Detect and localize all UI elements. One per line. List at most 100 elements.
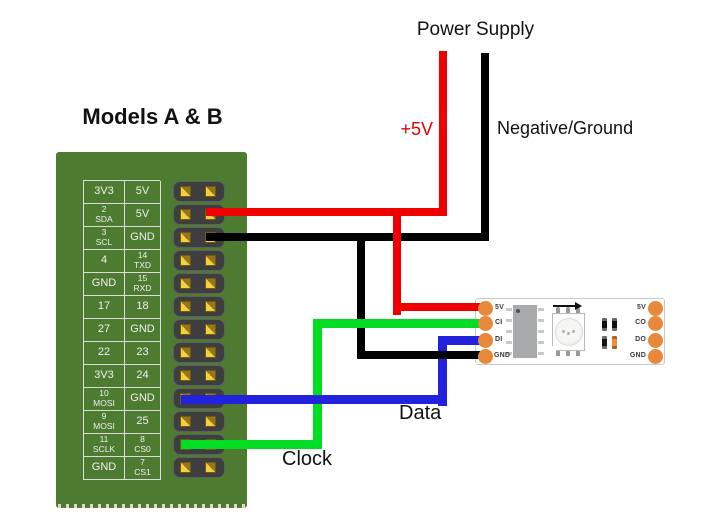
gpio-pin (205, 347, 216, 358)
negative-ground-label: Negative/Ground (497, 118, 634, 138)
data-wire-label: Data (399, 402, 442, 424)
pin-label: 24 (125, 365, 161, 388)
wire-black-gnd-branch (357, 233, 365, 359)
gpio-pin (180, 278, 191, 289)
pin-label: 27 (84, 319, 125, 342)
led-leg (576, 307, 580, 313)
strip-pad-gnd-in (478, 349, 493, 364)
capacitor-component (602, 318, 607, 331)
header-pin-row (173, 365, 225, 386)
strip-pad-do (648, 333, 663, 348)
header-pin-row (173, 411, 225, 432)
ic-pin-stub (506, 308, 512, 311)
pin-label: GND (125, 319, 161, 342)
gpio-pin (180, 462, 191, 473)
pin-label: 22 (84, 342, 125, 365)
led-leg (576, 350, 580, 356)
pin-label: 8 CS0 (125, 434, 161, 457)
capacitor-component (612, 318, 617, 331)
wire-green-clock-vertical (313, 319, 322, 449)
gpio-pin-label-table: 3V3 5V 2 SDA 5V 3 SCL GND 4 14 TXD GND 1… (83, 180, 161, 480)
ic-pin-stub (506, 330, 512, 333)
driver-ic-chip (513, 305, 537, 358)
pin-label: 3V3 (84, 365, 125, 388)
wire-blue-data-vertical (438, 336, 447, 406)
led-die-dot (572, 330, 575, 333)
gpio-pin (205, 186, 216, 197)
pin-label: 9 MOSI (84, 411, 125, 434)
gpio-pin (205, 301, 216, 312)
direction-arrow-head-icon (575, 302, 582, 310)
ic-pin-stub (538, 308, 544, 311)
gpio-pin (180, 301, 191, 312)
capacitor-component (602, 336, 607, 349)
led-die-dot (567, 332, 570, 335)
pin-label: GND (125, 388, 161, 411)
header-pin-row (173, 227, 225, 248)
strip-pad-label: 5V (495, 304, 504, 311)
gpio-pin (205, 324, 216, 335)
wire-red-5v-horizontal (206, 208, 447, 216)
led-leg (566, 350, 570, 356)
gpio-pin (180, 255, 191, 266)
ic-pin1-marker (516, 309, 520, 313)
strip-pad-5v-out (648, 301, 663, 316)
pin-label: 14 TXD (125, 250, 161, 273)
pin-label: 3 SCL (84, 227, 125, 250)
pin-label: 10 MOSI (84, 388, 125, 411)
pcb-title: Models A & B (82, 104, 223, 129)
led-leg (566, 307, 570, 313)
gpio-pin (205, 255, 216, 266)
strip-pad-5v-in (478, 301, 493, 316)
ic-pin-stub (506, 341, 512, 344)
header-pin-row (173, 457, 225, 478)
strip-pad-label: DO (635, 336, 646, 343)
gpio-pin (180, 416, 191, 427)
direction-arrow-icon (553, 305, 575, 307)
pin-label: GND (84, 273, 125, 296)
pin-label: 25 (125, 411, 161, 434)
pin-label: 7 CS1 (125, 457, 161, 480)
strip-pad-label: CI (495, 319, 503, 326)
pin-label: 2 SDA (84, 204, 125, 227)
header-pin-row (173, 296, 225, 317)
ic-pin-stub (506, 352, 512, 355)
wire-green-clock-horizontal (181, 440, 322, 449)
pin-label: 17 (84, 296, 125, 319)
header-pin-row (173, 273, 225, 294)
strip-pad-label: DI (495, 336, 503, 343)
rgb-led-dome (555, 318, 583, 346)
pin-label: 23 (125, 342, 161, 365)
wire-red-5v-vertical (439, 51, 447, 216)
wire-red-5v-branch (393, 208, 401, 315)
plus-5v-label: +5V (400, 119, 433, 139)
pin-label: GND (84, 457, 125, 480)
ic-pin-stub (506, 319, 512, 322)
ic-pin-stub (538, 330, 544, 333)
led-leg (556, 350, 560, 356)
gpio-pin (180, 324, 191, 335)
strip-pad-di (478, 333, 493, 348)
strip-pad-label: 5V (637, 304, 646, 311)
pcb-torn-edge (58, 504, 245, 508)
gpio-pin (205, 370, 216, 381)
ic-pin-stub (538, 352, 544, 355)
strip-pad-label: GND (629, 352, 646, 359)
pin-label: 18 (125, 296, 161, 319)
header-pin-row (173, 342, 225, 363)
gpio-pin (180, 232, 191, 243)
header-pin-row (173, 250, 225, 271)
resistor-component (612, 336, 617, 349)
pin-label: 11 SCLK (84, 434, 125, 457)
gpio-pin (180, 209, 191, 220)
wire-blue-data-to-strip (438, 336, 486, 345)
wire-green-clock-to-strip (313, 319, 486, 328)
strip-pad-co (648, 316, 663, 331)
gpio-pin (205, 416, 216, 427)
pin-label: 5V (125, 204, 161, 227)
gpio-pin (205, 462, 216, 473)
led-leg (556, 307, 560, 313)
pin-label: GND (125, 227, 161, 250)
strip-pad-label: GND (494, 352, 511, 359)
pin-label: 15 RXD (125, 273, 161, 296)
